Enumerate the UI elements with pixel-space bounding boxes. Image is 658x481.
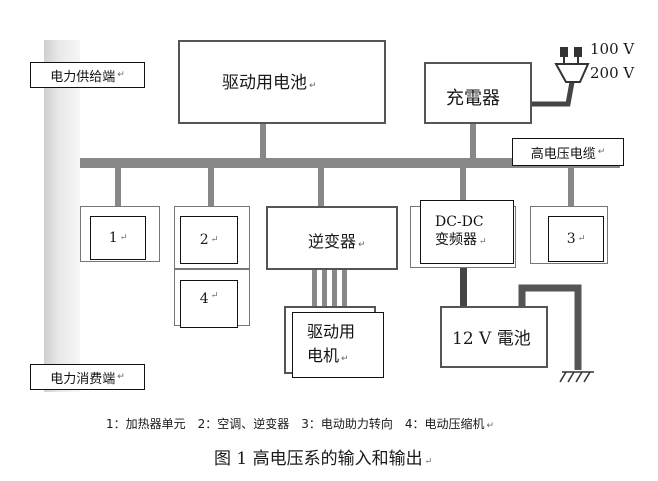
- electric-compressor-number: 4↵: [180, 280, 238, 328]
- heater-unit-number: 1↵: [90, 216, 146, 260]
- inverter-label: 逆变器↵: [308, 232, 366, 251]
- power-supply-end-label: 电力供给端↵: [30, 62, 145, 88]
- drop-unit1: [115, 168, 121, 208]
- power-consumption-end-label: 电力消费端↵: [30, 364, 145, 390]
- dcdc-12v-wire: [460, 262, 467, 306]
- aircon-inverter-number: 2↵: [180, 216, 238, 264]
- aircon-divider: [174, 268, 250, 270]
- battery-12v-box: [440, 306, 548, 368]
- drive-battery-label: 驱动用电池↵: [222, 73, 317, 93]
- charger-label: 充電器: [446, 88, 500, 109]
- power-plug-icon: [554, 47, 590, 83]
- scan-shadow-strip: [44, 40, 80, 392]
- plug-200v-label: 200 V: [590, 64, 635, 82]
- plug-100v-label: 100 V: [590, 40, 635, 58]
- charger-bus-stub: [470, 120, 476, 160]
- charger-plug-wire: [532, 81, 575, 107]
- drive-battery-box: [178, 40, 386, 124]
- drop-unit2: [208, 168, 214, 208]
- legend-text: 1：加热器单元 2：空调、逆变器 3：电动助力转向 4：电动压缩机↵: [106, 417, 495, 431]
- ground-icon: [559, 371, 594, 383]
- drop-inverter: [318, 168, 324, 208]
- battery-12v-label: 12 V 電池: [452, 329, 531, 349]
- drive-motor-label: 驱动用 电机↵: [292, 312, 384, 378]
- inverter-motor-wire-3: [332, 270, 337, 310]
- ground-wire: [518, 284, 582, 370]
- figure-caption: 图 1 高电压系的输入和输出↵: [214, 449, 433, 469]
- battery-bus-stub: [260, 122, 266, 160]
- drop-dcdc: [460, 168, 466, 208]
- inverter-box: [266, 206, 398, 270]
- dcdc-converter-label: DC-DC 变频器↵: [420, 200, 514, 264]
- charger-box: [424, 62, 532, 124]
- drop-unit3: [568, 168, 574, 208]
- inverter-motor-wire-2: [322, 270, 327, 310]
- inverter-motor-wire-4: [342, 270, 347, 310]
- high-voltage-bus: [80, 158, 620, 168]
- power-steering-number: 3↵: [548, 216, 604, 262]
- high-voltage-cable-label: 高电压电缆↵: [512, 138, 624, 166]
- inverter-motor-wire-1: [312, 270, 317, 310]
